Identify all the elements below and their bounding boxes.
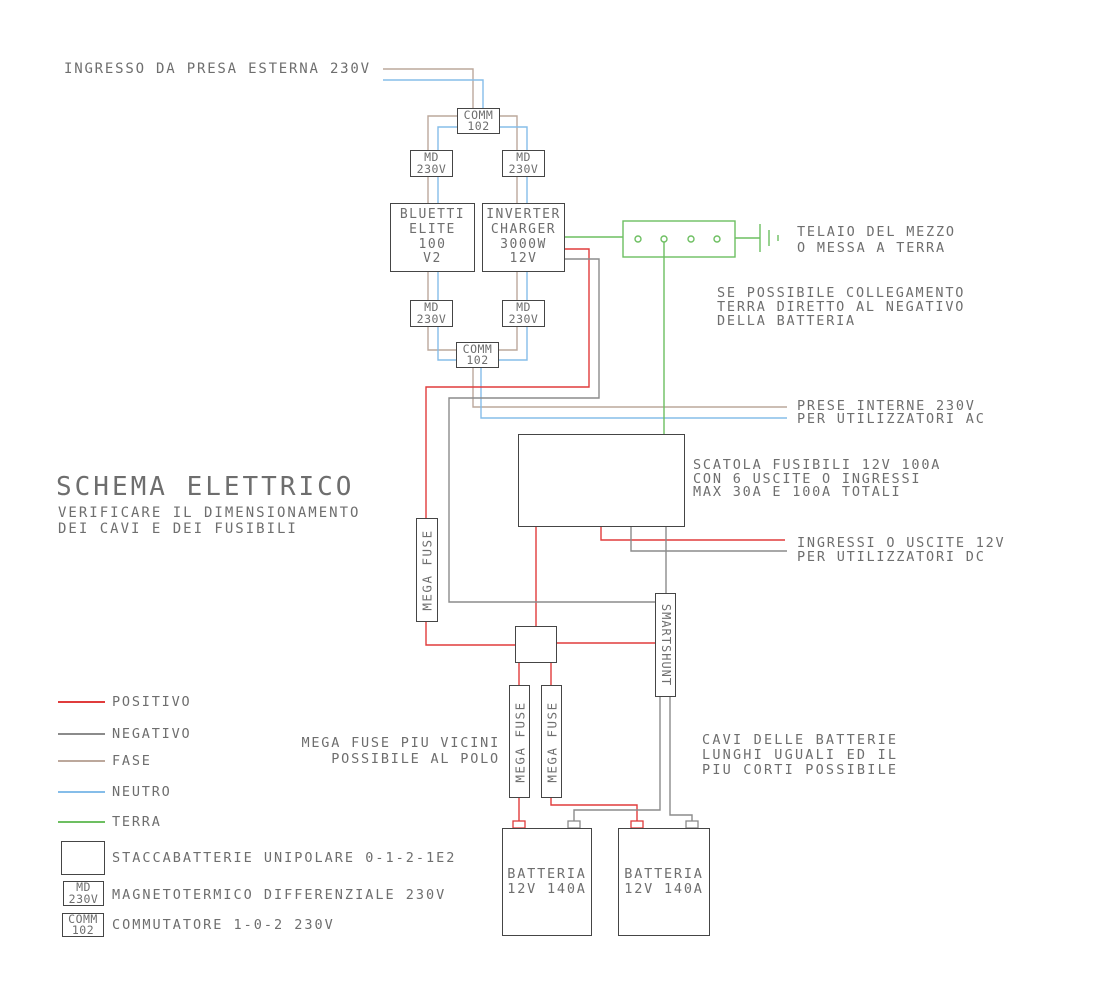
mega-fuse-note: MEGA FUSE PIU VICINI POSSIBILE AL POLO — [301, 735, 500, 767]
ac-outlets-label: PRESE INTERNE 230V PER UTILIZZATORI AC — [797, 398, 986, 427]
legend-staccabatterie-label: STACCABATTERIE UNIPOLARE 0-1-2-1E2 — [112, 850, 457, 866]
chassis-ground-note: TELAIO DEL MEZZO O MESSA A TERRA — [797, 224, 956, 256]
legend-item-terra: TERRA — [58, 815, 162, 829]
neutral-wire-swatch — [58, 791, 105, 793]
negative-wire-swatch — [58, 733, 105, 735]
inverter-charger-box: INVERTER CHARGER 3000W 12V — [482, 203, 565, 272]
neutral-wires — [383, 79, 787, 419]
legend-battery-disconnect-box — [61, 841, 105, 875]
earth-symbol-icon — [759, 224, 779, 252]
commutator-top-box: COMM 102 — [457, 108, 500, 134]
title-subnote: VERIFICARE IL DIMENSIONAMENTO DEI CAVI E… — [58, 505, 361, 537]
legend-item-neutro: NEUTRO — [58, 785, 172, 799]
battery-1-box: BATTERIA 12V 140A — [502, 828, 592, 936]
legend-magnetotermico-label: MAGNETOTERMICO DIFFERENZIALE 230V — [112, 887, 447, 903]
legend-md-box: MD 230V — [63, 881, 104, 906]
legend-comm-box: COMM 102 — [62, 913, 104, 937]
phase-wire-swatch — [58, 760, 105, 762]
breaker-top-right-box: MD 230V — [502, 150, 545, 177]
battery-disconnect-box — [515, 626, 557, 663]
legend-commutatore-label: COMMUTATORE 1-0-2 230V — [112, 917, 335, 933]
battery-2-box: BATTERIA 12V 140A — [618, 828, 710, 936]
commutator-bottom-box: COMM 102 — [456, 342, 499, 368]
ground-wire-swatch — [58, 821, 105, 823]
phase-wires — [383, 68, 787, 408]
ground-to-negative-note: SE POSSIBILE COLLEGAMENTO TERRA DIRETTO … — [717, 285, 966, 329]
ground-wires — [565, 220, 779, 434]
legend-item-fase: FASE — [58, 754, 152, 768]
page-title: SCHEMA ELETTRICO — [56, 472, 355, 502]
external-input-label: INGRESSO DA PRESA ESTERNA 230V — [64, 61, 371, 77]
legend-item-positivo: POSITIVO — [58, 695, 191, 709]
battery-terminals — [512, 820, 699, 829]
ground-busbar — [622, 220, 736, 258]
negative-wires — [448, 258, 787, 821]
legend-item-negativo: NEGATIVO — [58, 727, 191, 741]
smartshunt-box: SMARTSHUNT — [655, 593, 676, 697]
mega-fuse-battery1-box: MEGA FUSE — [509, 685, 530, 798]
positive-wire-swatch — [58, 701, 105, 703]
mega-fuse-battery2-box: MEGA FUSE — [541, 685, 562, 798]
battery-cables-note: CAVI DELLE BATTERIE LUNGHI UGUALI ED IL … — [702, 732, 899, 778]
breaker-top-left-box: MD 230V — [410, 150, 453, 177]
mega-fuse-main-box: MEGA FUSE — [416, 518, 438, 622]
fusebox-note: SCATOLA FUSIBILI 12V 100A CON 6 USCITE O… — [693, 457, 942, 500]
fusebox-12v-box — [518, 434, 685, 527]
breaker-bottom-right-box: MD 230V — [502, 300, 545, 327]
dc-io-label: INGRESSI O USCITE 12V PER UTILIZZATORI D… — [797, 535, 1006, 565]
breaker-bottom-left-box: MD 230V — [410, 300, 453, 327]
bluetti-power-station-box: BLUETTI ELITE 100 V2 — [390, 203, 475, 272]
